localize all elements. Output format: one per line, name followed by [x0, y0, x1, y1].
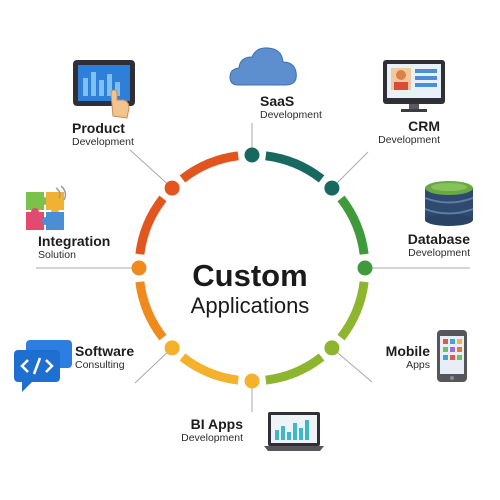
cloud-icon	[229, 47, 297, 86]
connector-software	[134, 347, 173, 384]
node-crm-subtitle: Development	[378, 134, 440, 147]
node-software: Software Consulting	[75, 343, 134, 371]
tablet-touch-icon	[73, 60, 135, 119]
node-database-title: Database	[407, 231, 470, 247]
node-saas-subtitle: Development	[260, 109, 322, 122]
node-dot-bi-apps	[244, 373, 260, 389]
puzzle-icon	[26, 185, 67, 230]
node-saas: SaaS Development	[260, 93, 322, 121]
connector-product	[129, 149, 173, 189]
ring-segment-software-integration	[135, 281, 167, 341]
node-product: Product Development	[72, 120, 134, 148]
node-integration-subtitle: Solution	[38, 249, 76, 262]
node-dot-integration	[131, 260, 147, 276]
node-crm-title: CRM	[408, 118, 440, 134]
node-mobile: Mobile Apps	[386, 343, 430, 371]
code-bubble-icon	[14, 340, 72, 392]
connector-mobile	[331, 347, 373, 383]
node-crm: CRM Development	[378, 118, 440, 146]
ring-segment-integration-product	[135, 195, 167, 255]
node-integration: Integration Solution	[38, 233, 110, 261]
node-dot-crm	[324, 180, 340, 196]
ring-segment-database-mobile	[337, 281, 369, 341]
node-dot-software	[164, 340, 180, 356]
node-bi-apps: BI Apps Development	[181, 416, 243, 444]
connector-lines	[36, 123, 470, 412]
hub-title: Custom	[192, 258, 308, 293]
connector-crm	[331, 151, 369, 189]
ring-dots	[131, 147, 373, 389]
ring-segment-mobile-bi	[265, 353, 325, 385]
node-integration-title: Integration	[38, 233, 111, 249]
database-icon	[424, 181, 474, 226]
node-product-subtitle: Development	[72, 136, 134, 149]
ring-segment-crm-database	[337, 195, 369, 255]
node-product-title: Product	[72, 120, 125, 136]
smartphone-icon	[437, 330, 467, 382]
hub-subtitle: Applications	[190, 293, 310, 318]
node-dot-mobile	[324, 340, 340, 356]
monitor-profile-icon	[383, 60, 445, 112]
node-database-subtitle: Development	[408, 247, 470, 260]
ring	[135, 151, 369, 385]
node-dot-saas	[244, 147, 260, 163]
node-saas-title: SaaS	[260, 93, 295, 109]
ring-segment-bi-software	[179, 353, 239, 385]
node-software-subtitle: Consulting	[75, 359, 125, 372]
node-software-title: Software	[75, 343, 135, 359]
node-dot-database	[357, 260, 373, 276]
node-mobile-subtitle: Apps	[406, 359, 430, 372]
node-dot-product	[164, 180, 180, 196]
node-bi-apps-title: BI Apps	[190, 416, 243, 432]
node-mobile-title: Mobile	[385, 343, 430, 359]
laptop-chart-icon	[264, 412, 324, 451]
ring-segment-saas-crm	[265, 151, 325, 183]
ring-segment-product-saas	[179, 151, 239, 183]
node-database: Database Development	[408, 231, 470, 259]
node-bi-apps-subtitle: Development	[181, 432, 243, 445]
